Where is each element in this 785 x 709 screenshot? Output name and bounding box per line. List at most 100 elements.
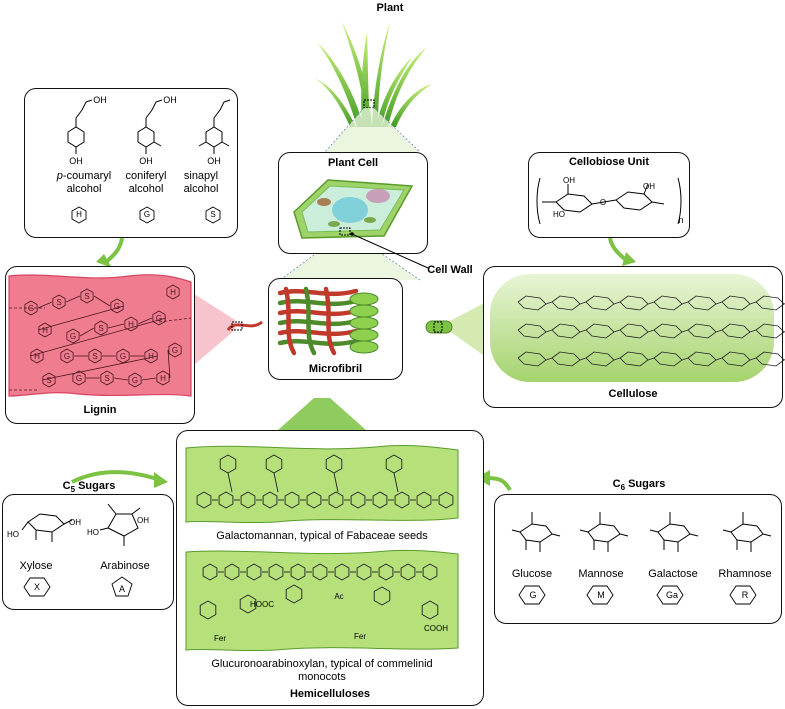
sugar-name-rhamnose: Rhamnose [718,568,772,580]
c6-sugars-panel [494,494,782,624]
hexose-ring [519,523,553,543]
sugar-name-glucose: Glucose [511,568,553,580]
mannose-ring [438,491,454,509]
mannose-ring [350,491,366,509]
lignin-unit-label: S [98,324,103,333]
lignin-unit-label: G [76,374,82,383]
mannose-ring [416,491,432,509]
cellobiose-oh-2: OH [643,182,655,191]
lignin-unit-label: G [132,376,138,385]
lignin-ring [72,370,86,386]
glucuronic-ring [239,594,257,614]
symbol-ga: Ga [665,590,678,600]
cellobiose-title: Cellobiose Unit [568,156,650,168]
xylose-ring [356,563,372,581]
grass-illustration [312,22,432,127]
lignin-ring [60,348,74,364]
lignin-unit-label: H [34,352,40,361]
microfibril-title: Microfibril [308,363,363,375]
mannose-ring [196,491,212,509]
lignin-unit-label: H [160,374,166,383]
xylose-ring [224,563,240,581]
xylose-ring [202,563,218,581]
lignin-unit-label: G [64,352,70,361]
coumaryl-oh-top: OH [93,95,107,105]
cellobiose-panel [528,152,690,238]
gax-cooh: COOH [424,624,448,633]
gax-structure [185,549,459,652]
c5-sugars-title: C5 Sugars [62,480,116,495]
lignin-ring [66,328,80,344]
lignin-title: Lignin [83,404,117,416]
hexose-ring [587,523,621,543]
glucuronic-ring [421,600,439,620]
lignin-unit-label: G [172,346,178,355]
hexose-ring [730,523,764,543]
c6-sugars-title: C6 Sugars [612,478,666,493]
lignin-ring [128,372,142,388]
lignin-unit-label: H [170,288,176,297]
mannose-ring [306,491,322,509]
symbol-g: G [529,590,537,600]
xylose-ring [268,563,284,581]
cellobiose-n: n [678,215,684,225]
gax-hooc: HOOC [250,600,274,609]
cellulose-fiber [425,320,453,334]
lignin-ring [24,300,38,316]
galactomannan-structure [185,444,459,524]
lignin-ring [144,348,158,364]
mannose-ring [328,491,344,509]
lignin-unit-label: H [42,326,48,335]
xylose-ring [246,563,262,581]
mannose-ring [262,491,278,509]
lignin-strand [226,320,263,332]
lignin-ring [80,288,94,304]
monolignol-unit-symbols [71,206,221,224]
monolignol-structures [67,99,231,154]
lignin-ring [94,320,108,336]
mannose-ring [372,491,388,509]
gax-fer-1: Fer [214,634,226,643]
gax-fer-2: Fer [354,632,366,641]
lignin-unit-label: S [92,352,97,361]
lignin-unit-label: G [120,352,126,361]
plant-cell-title: Plant Cell [327,157,379,169]
unit-g: G [143,210,151,219]
cellobiose-oh-1: OH [563,176,575,185]
microfibril-illustration [277,286,379,356]
lignin-unit-label: H [128,320,134,329]
cell-wall-label: Cell Wall [427,264,473,276]
lignin-ring [42,372,56,388]
symbol-r: R [741,590,749,600]
mannose-ring [240,491,256,509]
lignin-ring [100,370,114,386]
lignin-ring [166,284,180,300]
coniferyl-oh-top: OH [163,95,177,105]
c6-sugar-symbols [518,585,757,605]
unit-s: S [210,210,216,219]
xylose-ring [378,563,394,581]
sugar-name-arabinose: Arabinose [100,560,150,572]
lignin-ring [52,294,66,310]
galactomannan-caption: Galactomannan, typical of Fabaceae seeds [216,530,428,542]
lignin-unit-label: G [114,302,120,311]
lignin-ring [124,316,138,332]
xylose-ho: HO [7,530,19,539]
lignin-ring [152,310,166,326]
gax-caption-line1: Glucuronoarabinoxylan, typical of commel… [211,658,433,670]
symbol-x: X [33,582,40,592]
c5-sugar-structures [21,503,141,546]
mannose-ring [394,491,410,509]
xylose-ring [290,563,306,581]
sugar-name-mannose: Mannose [578,568,624,580]
lignin-unit-label: G [70,332,76,341]
sinapyl-oh-bottom: OH [207,156,221,166]
xylose-ring [334,563,350,581]
lignin-ring [110,298,124,314]
arabinose-oh: OH [137,516,149,525]
lignin-unit-label: S [84,292,89,301]
arabinose-ring [285,584,303,604]
